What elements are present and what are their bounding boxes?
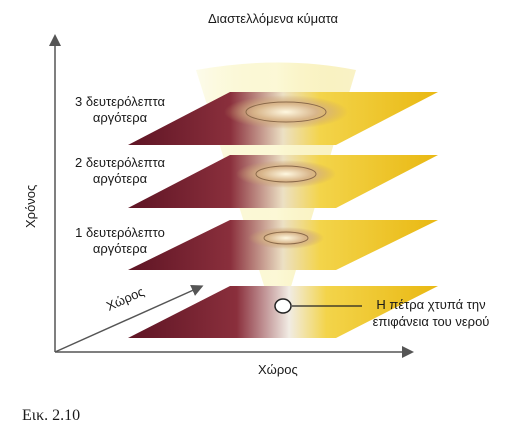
layer-label-2s-line1: 2 δευτερόλεπτα xyxy=(74,155,166,170)
impact-note-line2: επιφάνεια του νερού xyxy=(372,314,490,329)
diagram-title: Διαστελλόμενα κύματα xyxy=(208,11,339,26)
layer-label-1s-line1: 1 δευτερόλεπτο xyxy=(75,225,165,240)
ripple-3s-ring xyxy=(245,101,327,123)
ripple-2s xyxy=(236,160,336,188)
ripple-2s-ring xyxy=(255,165,317,183)
impact-point xyxy=(274,298,292,314)
figure-caption: Εικ. 2.10 xyxy=(22,407,81,424)
ripple-3s xyxy=(224,95,348,129)
axis-depth xyxy=(54,284,204,353)
ripple-1s xyxy=(248,227,324,249)
layer-label-3s: 3 δευτερόλεπτα αργότερα xyxy=(60,94,180,126)
layer-label-1s: 1 δευτερόλεπτο αργότερα xyxy=(60,225,180,257)
layer-label-1s-line2: αργότερα xyxy=(92,241,148,256)
layer-label-2s-line2: αργότερα xyxy=(92,171,148,186)
ripple-1s-ring xyxy=(263,231,309,245)
layer-label-3s-line2: αργότερα xyxy=(92,110,148,125)
axis-label-y: Χρόνος xyxy=(23,184,38,228)
axis-label-x: Χώρος xyxy=(258,362,298,377)
layer-label-3s-line1: 3 δευτερόλεπτα xyxy=(74,94,166,109)
impact-note: Η πέτρα χτυπά την επιφάνεια του νερού xyxy=(346,296,514,330)
layer-label-2s: 2 δευτερόλεπτα αργότερα xyxy=(60,155,180,187)
impact-note-line1: Η πέτρα χτυπά την xyxy=(376,297,486,312)
